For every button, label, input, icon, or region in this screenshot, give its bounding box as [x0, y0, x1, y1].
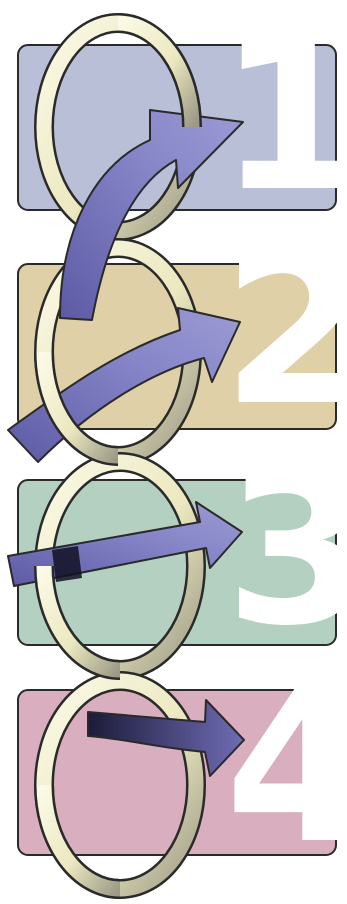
step-number-1: 1 — [218, 0, 347, 238]
step-number-4: 4 — [225, 645, 347, 890]
step-number-2: 2 — [222, 207, 347, 452]
step-number-3: 3 — [225, 427, 347, 672]
arrow-to-step-3-shadow — [52, 546, 82, 582]
